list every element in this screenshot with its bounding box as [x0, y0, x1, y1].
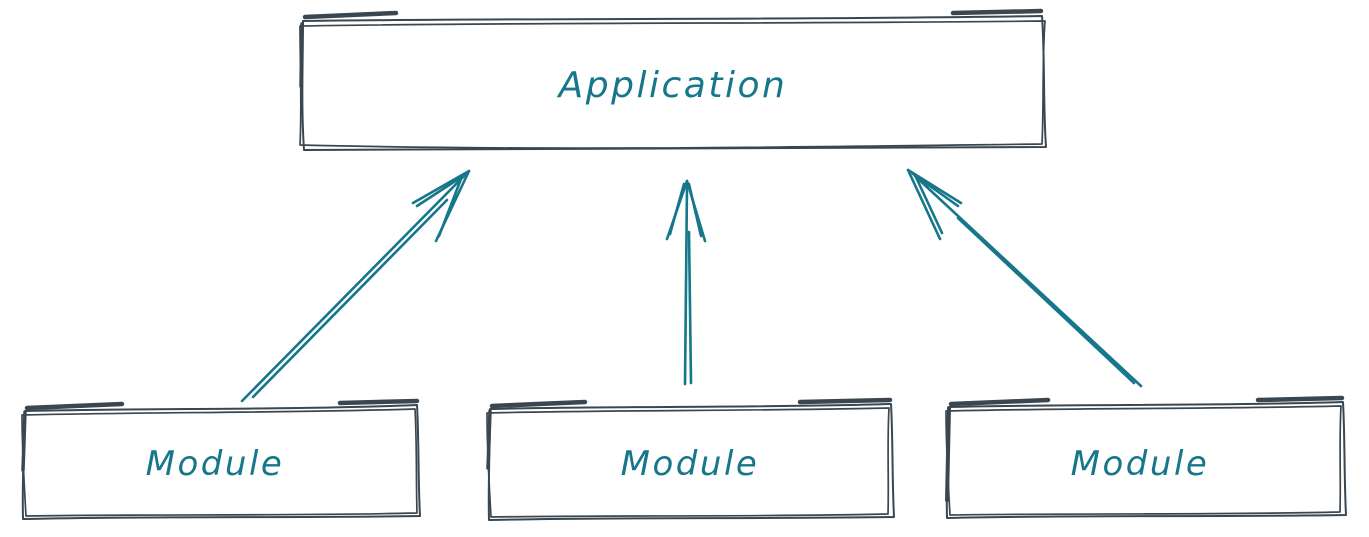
module-node-1[interactable]: Module	[21, 398, 421, 520]
module-label-3: Module	[1071, 444, 1210, 484]
arrow-module-3-to-application[interactable]	[906, 168, 1143, 388]
module-box-3[interactable]	[945, 395, 1347, 519]
module-label-1: Module	[146, 444, 285, 484]
module-box-1[interactable]	[21, 398, 421, 520]
module-label-2: Module	[621, 444, 760, 484]
application-box[interactable]	[299, 8, 1047, 151]
module-node-2[interactable]: Module	[486, 397, 895, 521]
module-box-2[interactable]	[486, 397, 895, 521]
module-node-3[interactable]: Module	[945, 395, 1347, 519]
arrow-module-1-to-application[interactable]	[240, 169, 471, 403]
application-node[interactable]: Application	[299, 8, 1047, 151]
arrow-module-2-to-application[interactable]	[665, 179, 707, 386]
application-label: Application	[557, 65, 788, 106]
